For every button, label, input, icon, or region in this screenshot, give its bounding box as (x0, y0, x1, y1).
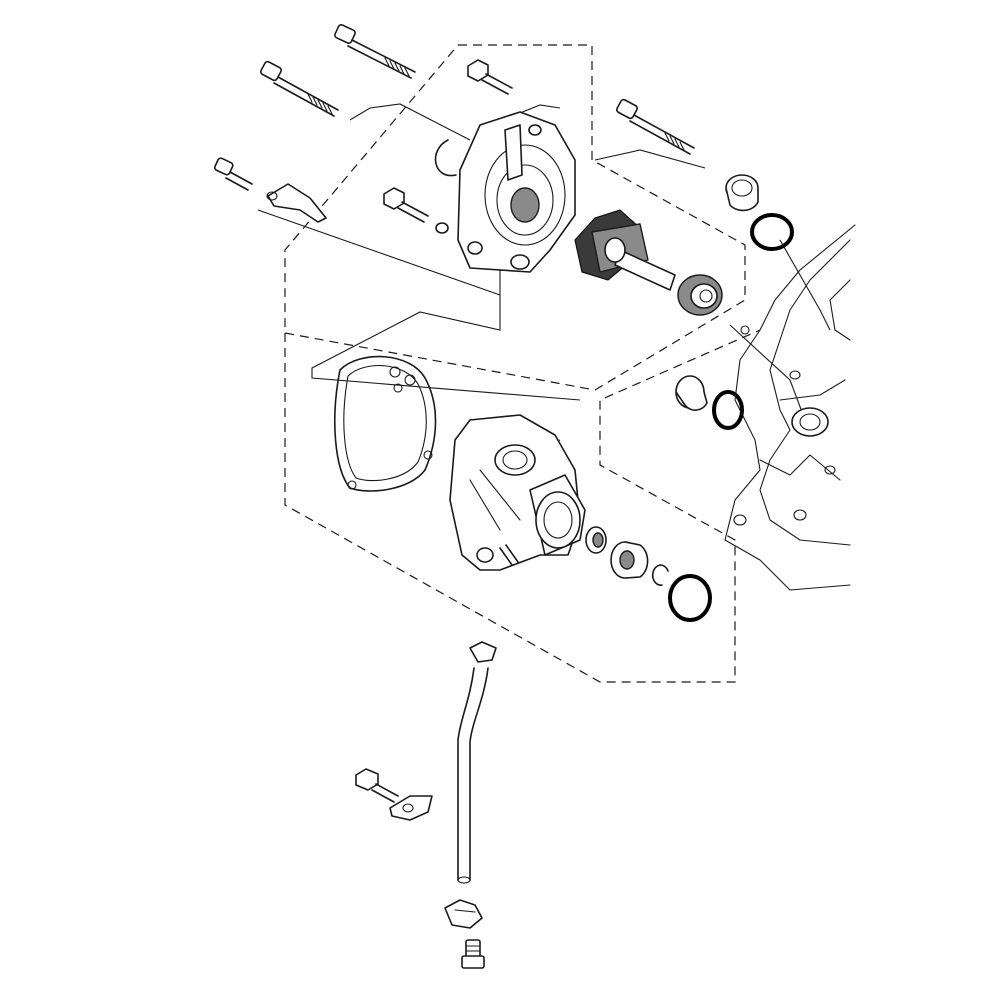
pump-cover-upper (434, 111, 576, 273)
long-bolt-1 (334, 24, 416, 79)
short-bolt-1 (467, 59, 513, 95)
bolt-left (213, 157, 253, 191)
bearing (610, 541, 649, 579)
collar-middle (675, 375, 708, 411)
mechanical-seal (677, 274, 723, 316)
hose-clamp-upper (469, 641, 497, 663)
impeller (574, 209, 676, 291)
long-bolt-2 (260, 60, 339, 117)
engine-crankcase (724, 224, 856, 591)
flange-bolt-lower (355, 768, 399, 803)
hose-clamp-lower (444, 899, 483, 929)
long-bolt-3 (616, 98, 695, 155)
sleeve-upper (725, 174, 759, 212)
bracket-lower (389, 795, 433, 821)
gasket (334, 355, 437, 492)
o-ring-middle (712, 390, 744, 430)
o-ring-lower (668, 574, 712, 622)
circlip (651, 564, 669, 586)
drain-bolt (461, 939, 485, 969)
short-bolt-2 (383, 187, 449, 234)
bracket-upper-left (266, 183, 327, 223)
coolant-hose (457, 667, 489, 884)
o-ring-upper (750, 213, 794, 251)
lower-assembly-dashed-outline (284, 329, 761, 683)
oil-seal (585, 526, 607, 554)
upper-assembly-dashed-outline (284, 44, 746, 391)
pump-body-lower (449, 414, 586, 571)
